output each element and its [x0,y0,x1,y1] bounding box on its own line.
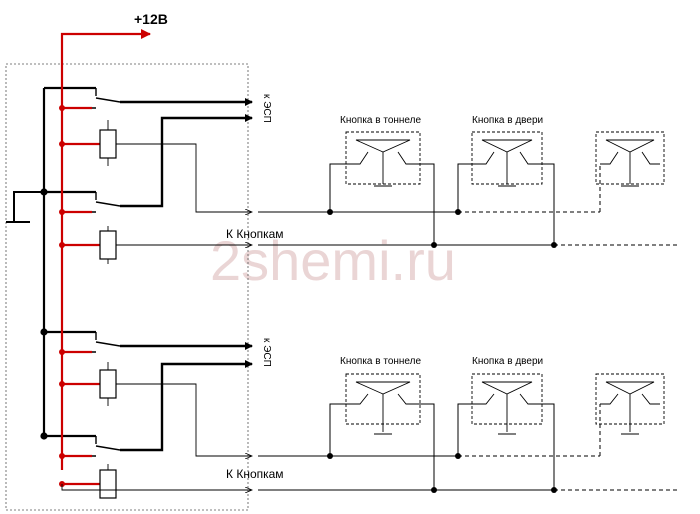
relay-contacts [92,88,121,457]
button-bus-bottom-junctions [327,453,557,493]
button-tunnel-bottom [345,373,421,435]
esp-label-bottom: к ЭСП [261,338,272,367]
coil-wires [61,120,252,490]
buttons-bus-label-top: К Кнопкам [226,227,284,241]
button-extra-bottom [595,373,665,435]
button-door-label-top: Кнопка в двери [472,115,543,126]
supply-junctions [59,105,65,487]
ground-icon [6,191,44,223]
button-tunnel-label-top: Кнопка в тоннеле [340,115,421,126]
button-door-top [471,131,543,187]
button-tunnel-label-bottom: Кнопка в тоннеле [340,356,421,367]
esp-outputs [120,98,253,452]
button-bus-bottom [258,403,680,491]
button-extra-top [595,131,665,187]
button-bus-top [258,163,680,246]
button-bus-top-junctions [327,209,557,248]
relay-coils [99,129,117,499]
esp-label-top: к ЭСП [261,94,272,123]
watermark: 2shemi.ru [210,229,456,292]
push-button-icons [345,131,665,435]
button-tunnel-top [345,131,421,187]
buttons-bus-label-bottom: К Кнопкам [226,467,284,481]
ground-bus [40,86,96,440]
button-door-bottom [471,373,543,435]
button-door-label-bottom: Кнопка в двери [472,356,543,367]
controller-enclosure [5,63,249,511]
supply-line [60,29,151,486]
supply-label: +12В [134,11,168,27]
